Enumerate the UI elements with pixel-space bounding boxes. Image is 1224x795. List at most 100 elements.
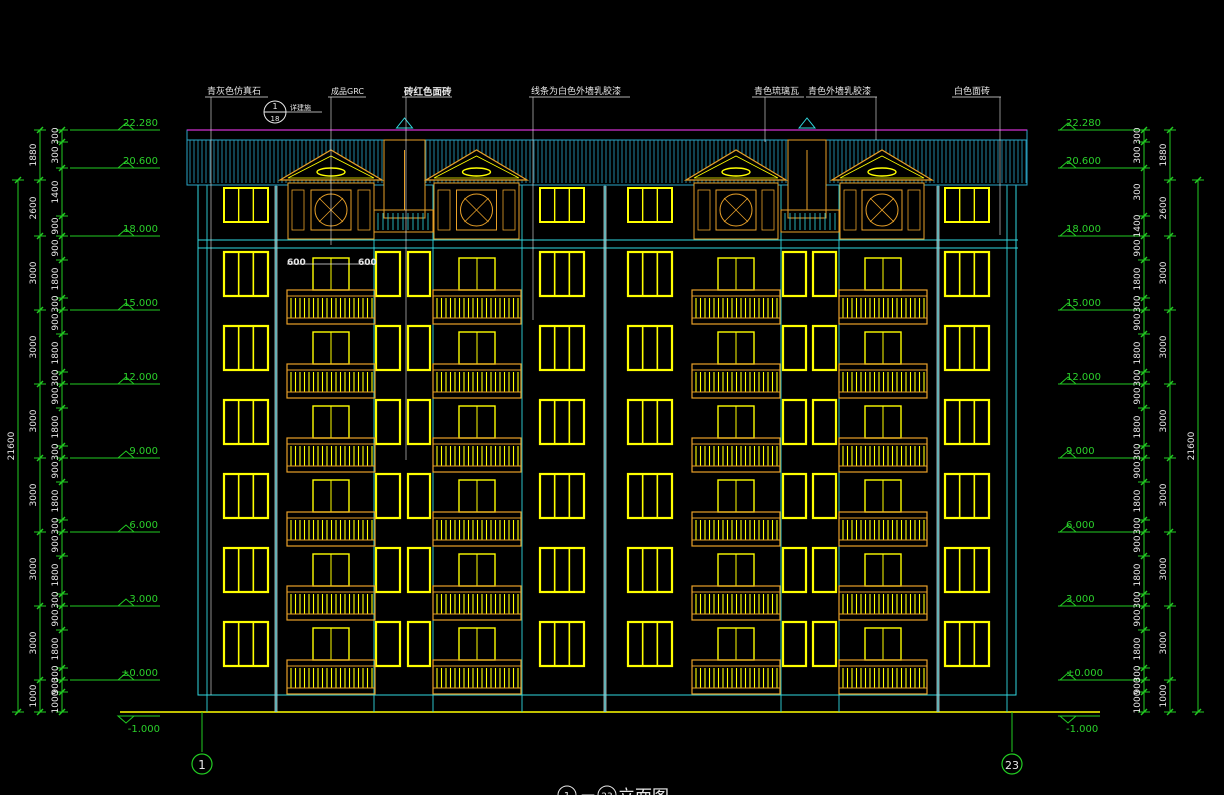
dim-slash <box>58 306 66 314</box>
balcony-rail <box>286 289 376 325</box>
window-frame <box>222 324 270 372</box>
dim-value: 300 <box>51 517 61 534</box>
window-frame <box>943 546 991 594</box>
window-narrow <box>781 324 808 372</box>
downpipe <box>936 186 940 712</box>
dim-value: 900 <box>51 609 61 626</box>
elevation-mark-right: 9.000 <box>1058 446 1150 459</box>
window-frame <box>781 546 808 594</box>
dim-slash <box>58 380 66 388</box>
dim-value: 3000 <box>1159 335 1169 358</box>
dormer-body <box>433 182 520 240</box>
dim-slash <box>1166 454 1174 462</box>
dim-value: 900 <box>1133 313 1143 330</box>
dormer-pediment <box>423 149 530 181</box>
dim-value: 300 <box>51 443 61 460</box>
elevation-mark-right: 12.000 <box>1058 372 1150 385</box>
dim-value: 3000 <box>29 483 39 506</box>
round-window <box>719 193 753 227</box>
dim-slash <box>1140 164 1148 172</box>
window-frame <box>626 472 674 520</box>
dim-slash <box>1140 688 1148 696</box>
window-frame <box>538 398 586 446</box>
window-frame <box>781 324 808 372</box>
parapet-rail <box>780 209 840 233</box>
dormer-shutter <box>907 189 921 231</box>
elevation-mark-left: -1.000 <box>116 715 160 735</box>
dim-value: 900 <box>51 461 61 478</box>
window-frame <box>539 187 585 223</box>
axis-marker-23: 23 <box>1001 712 1023 775</box>
dim-slash <box>1166 126 1174 134</box>
elevation-mark-left: 6.000 <box>70 520 160 533</box>
balcony <box>838 553 928 621</box>
dormer-shutter <box>843 189 857 231</box>
window-frame <box>374 398 402 446</box>
material-notes: 青灰色仿真石 成品GRC 砖红色面砖 线条为白色外墙乳胶漆 青色琉璃瓦 青色外墙… <box>205 85 1001 695</box>
window-frame <box>781 398 808 446</box>
balcony-dim: 600 <box>287 258 306 268</box>
elevation-mark-right: -1.000 <box>1058 715 1100 735</box>
building-facade <box>120 117 1100 713</box>
balcony-rail <box>838 585 928 621</box>
dormer <box>829 149 935 240</box>
dim-value: 21600 <box>7 431 17 460</box>
dim-slash <box>58 664 66 672</box>
window-narrow <box>406 324 432 372</box>
finial <box>797 117 817 129</box>
dim-slash <box>1140 708 1148 716</box>
elevation-value: 22.280 <box>1066 118 1101 129</box>
balcony-rail <box>691 659 781 695</box>
dim-value: 300 <box>51 146 61 163</box>
dim-slash <box>1166 232 1174 240</box>
dim-value: 3000 <box>1159 631 1169 654</box>
balcony <box>838 627 928 695</box>
balcony-rail <box>286 437 376 473</box>
balcony-rail <box>691 437 781 473</box>
dim-chain-left-detail: 3003001400900900180030090018003009001800… <box>51 126 68 716</box>
note-cyan-paint: 青色外墙乳胶漆 <box>808 85 871 97</box>
dormer-inner <box>693 155 779 179</box>
balcony <box>838 479 928 547</box>
dim-value: 300 <box>1133 146 1143 163</box>
window-frame <box>538 472 586 520</box>
balcony-rail <box>432 585 522 621</box>
window <box>222 472 270 520</box>
balcony-dim: 600 <box>358 258 377 268</box>
dim-slash <box>1140 212 1148 220</box>
window-frame <box>222 620 270 668</box>
window <box>626 546 674 594</box>
window-narrow <box>781 398 808 446</box>
balcony <box>691 627 781 695</box>
window-frame <box>406 472 432 520</box>
elevation-value: 15.000 <box>1066 298 1101 309</box>
window-narrow <box>781 250 808 298</box>
elevation-mark-right: 20.600 <box>1058 156 1150 169</box>
dim-slash <box>36 602 44 610</box>
elevation-triangle <box>1058 302 1078 311</box>
note-grc: 成品GRC <box>331 86 364 96</box>
elevation-value: ±0.000 <box>1066 668 1103 679</box>
dim-slash <box>58 368 66 376</box>
axis-marker-label: 23 <box>1005 759 1019 772</box>
elevation-triangle <box>1058 160 1078 169</box>
dim-value: 3000 <box>29 409 39 432</box>
window-frame <box>374 546 402 594</box>
dim-slash <box>36 232 44 240</box>
window-narrow <box>406 472 432 520</box>
dim-value: 1000 <box>51 690 61 713</box>
dim-value: 900 <box>51 387 61 404</box>
window-frame <box>627 187 673 223</box>
dim-value: 3000 <box>29 557 39 580</box>
dim-slash <box>1140 306 1148 314</box>
elevation-triangle <box>1058 450 1078 459</box>
window-frame <box>406 546 432 594</box>
dim-slash <box>1166 708 1174 716</box>
balcony-rail <box>838 289 928 325</box>
window-narrow <box>374 250 402 298</box>
dormer-ornament <box>867 167 897 177</box>
elevation-mark-right: 3.000 <box>1058 594 1150 607</box>
dim-slash <box>58 602 66 610</box>
dim-value: 1800 <box>51 341 61 364</box>
